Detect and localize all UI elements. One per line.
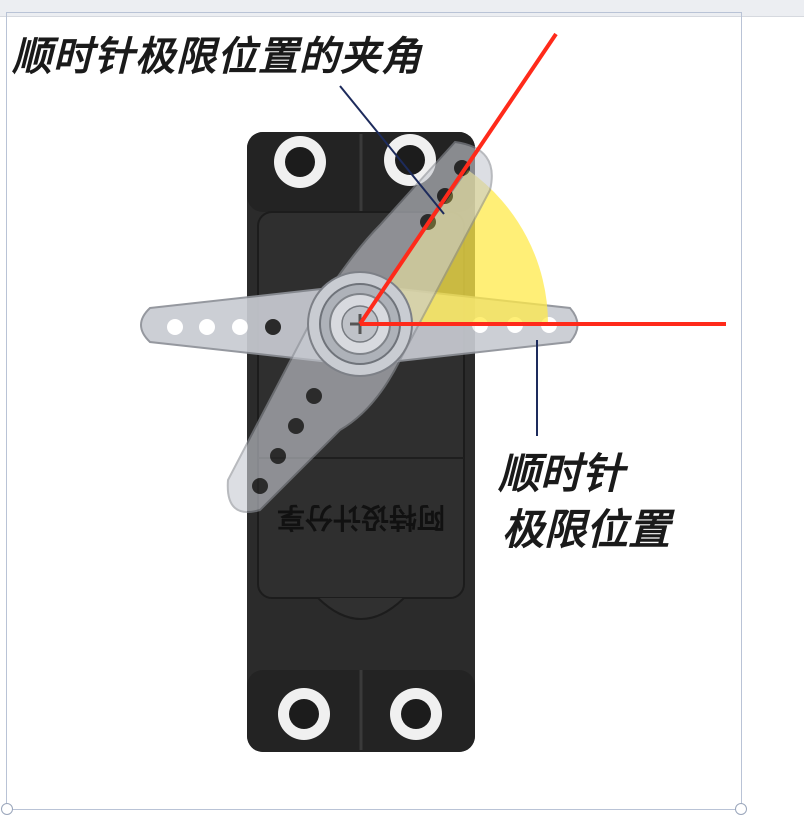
selection-frame xyxy=(6,12,742,810)
angle-label: 顺时针极限位置的夹角 xyxy=(12,34,422,80)
limit-label-line2: 极限位置 xyxy=(502,505,671,554)
resize-handle-bottom-right[interactable] xyxy=(735,803,747,815)
limit-label-line1: 顺时针 xyxy=(498,449,625,498)
resize-handle-bottom-left[interactable] xyxy=(1,803,13,815)
servo-case-text: 阿特设计分享 xyxy=(277,501,445,534)
ray-clockwise-limit xyxy=(358,32,558,326)
leader-line-angle xyxy=(339,85,445,215)
